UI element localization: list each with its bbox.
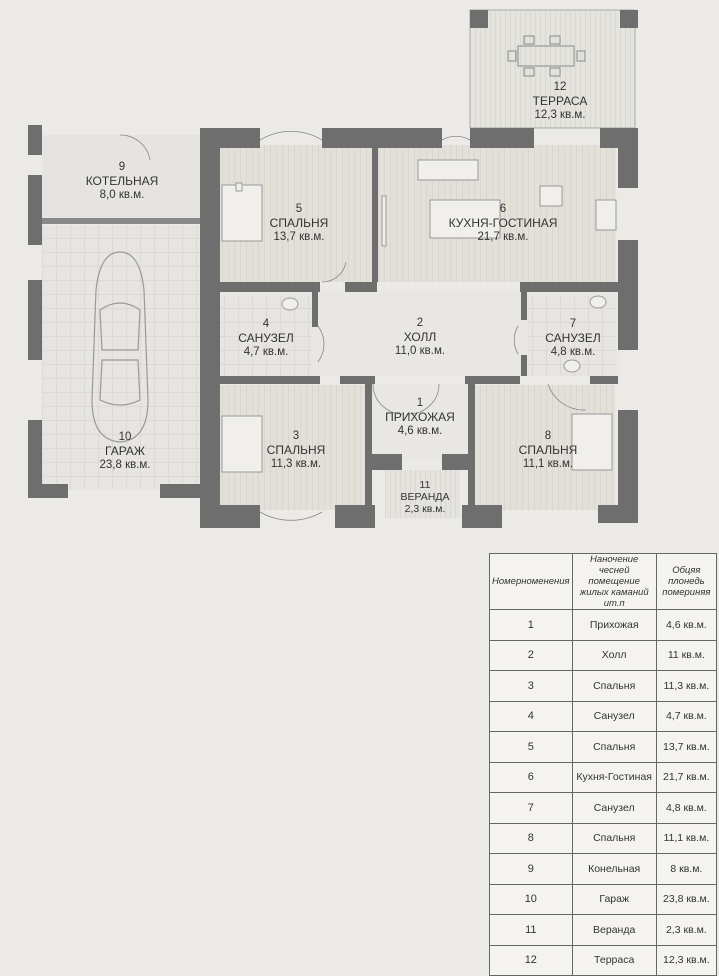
row-number: 11 <box>489 914 573 946</box>
row-name: Прихожая <box>571 609 657 641</box>
row-number: 5 <box>489 731 573 763</box>
row-name: Спальня <box>571 822 657 854</box>
hallway-1-floor <box>372 385 468 460</box>
row-area: 4,6 кв.м. <box>655 609 718 641</box>
row-number: 9 <box>489 853 573 885</box>
door-arcs <box>119 131 587 521</box>
row-number: 3 <box>489 670 573 702</box>
row-number: 4 <box>489 700 573 732</box>
boiler-floor <box>42 135 200 220</box>
header-number: Номерноменения <box>489 553 573 610</box>
row-name: Веранда <box>571 914 657 946</box>
header-area: Обцяя плонедь помериняя <box>655 553 718 610</box>
row-area: 11,1 кв.м. <box>655 822 718 854</box>
row-name: Холл <box>571 639 657 671</box>
row-area: 21,7 кв.м. <box>655 761 718 793</box>
row-area: 13,7 кв.м. <box>655 731 718 763</box>
row-area: 12,3 кв.м. <box>655 944 718 976</box>
garage-floor <box>42 225 200 490</box>
terrace-floor <box>469 9 636 129</box>
table-header-row: Номерноменения Наночение чесней помещени… <box>489 553 718 610</box>
furniture <box>221 159 617 473</box>
header-name: Наночение чесней помещение жилых каманий… <box>571 553 657 610</box>
row-number: 1 <box>489 609 573 641</box>
row-area: 4,7 кв.м. <box>655 700 718 732</box>
row-area: 23,8 кв.м. <box>655 883 718 915</box>
row-name: Кухня-Гостиная <box>571 761 657 793</box>
veranda-floor <box>385 470 460 518</box>
row-name: Спальня <box>571 731 657 763</box>
row-area: 11 кв.м. <box>655 639 718 671</box>
row-name: Гараж <box>571 883 657 915</box>
row-number: 2 <box>489 639 573 671</box>
row-name: Конельная <box>571 853 657 885</box>
bath-4-floor <box>220 296 312 376</box>
row-name: Санузел <box>571 792 657 824</box>
row-area: 11,3 кв.м. <box>655 670 718 702</box>
row-number: 7 <box>489 792 573 824</box>
row-number: 8 <box>489 822 573 854</box>
row-area: 8 кв.м. <box>655 853 718 885</box>
walls <box>28 10 638 528</box>
row-area: 4,8 кв.м. <box>655 792 718 824</box>
row-area: 2,3 кв.м. <box>655 914 718 946</box>
floor-plan <box>28 9 638 528</box>
row-name: Спальня <box>571 670 657 702</box>
row-number: 12 <box>489 944 573 976</box>
row-name: Терраса <box>571 944 657 976</box>
row-number: 6 <box>489 761 573 793</box>
row-number: 10 <box>489 883 573 915</box>
row-name: Санузел <box>571 700 657 732</box>
terrace-table <box>507 35 586 77</box>
room-area-table: Номерноменения Наночение чесней помещени… <box>489 553 718 976</box>
car-outline <box>91 251 149 443</box>
